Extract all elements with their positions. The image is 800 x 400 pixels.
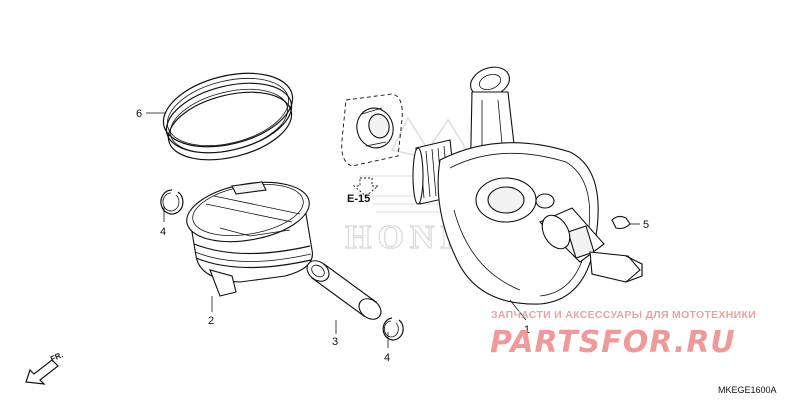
piston: [186, 181, 314, 297]
woodruff-key: [611, 215, 631, 230]
callout-4-upper: 4: [160, 226, 166, 238]
callout-2: 2: [208, 315, 214, 327]
reference-label: E-15: [347, 193, 370, 205]
piston-pin-clip-upper: [160, 189, 184, 215]
front-direction-label: FR.: [49, 350, 64, 364]
leader-line-1: [509, 299, 527, 321]
callout-1: 1: [524, 324, 530, 336]
callout-6: 6: [136, 108, 142, 120]
piston-pin: [306, 260, 382, 320]
piston-ring-set: [162, 72, 294, 161]
watermark-brand: PARTSFOR.RU: [490, 325, 736, 360]
piston-pin-clip-lower: [382, 317, 404, 341]
watermark-tagline: ЗАПЧАСТИ И АКСЕССУАРЫ ДЛЯ МОТОТЕХНИКИ: [491, 309, 756, 321]
callout-4-lower: 4: [384, 352, 390, 364]
bearing-reference-inset: [341, 93, 403, 197]
front-direction-arrow: [25, 359, 59, 385]
callout-5: 5: [643, 219, 649, 231]
callout-3: 3: [332, 336, 338, 348]
diagram-code: MKEGE1600A: [718, 385, 777, 395]
crankshaft-assembly: [412, 66, 643, 305]
